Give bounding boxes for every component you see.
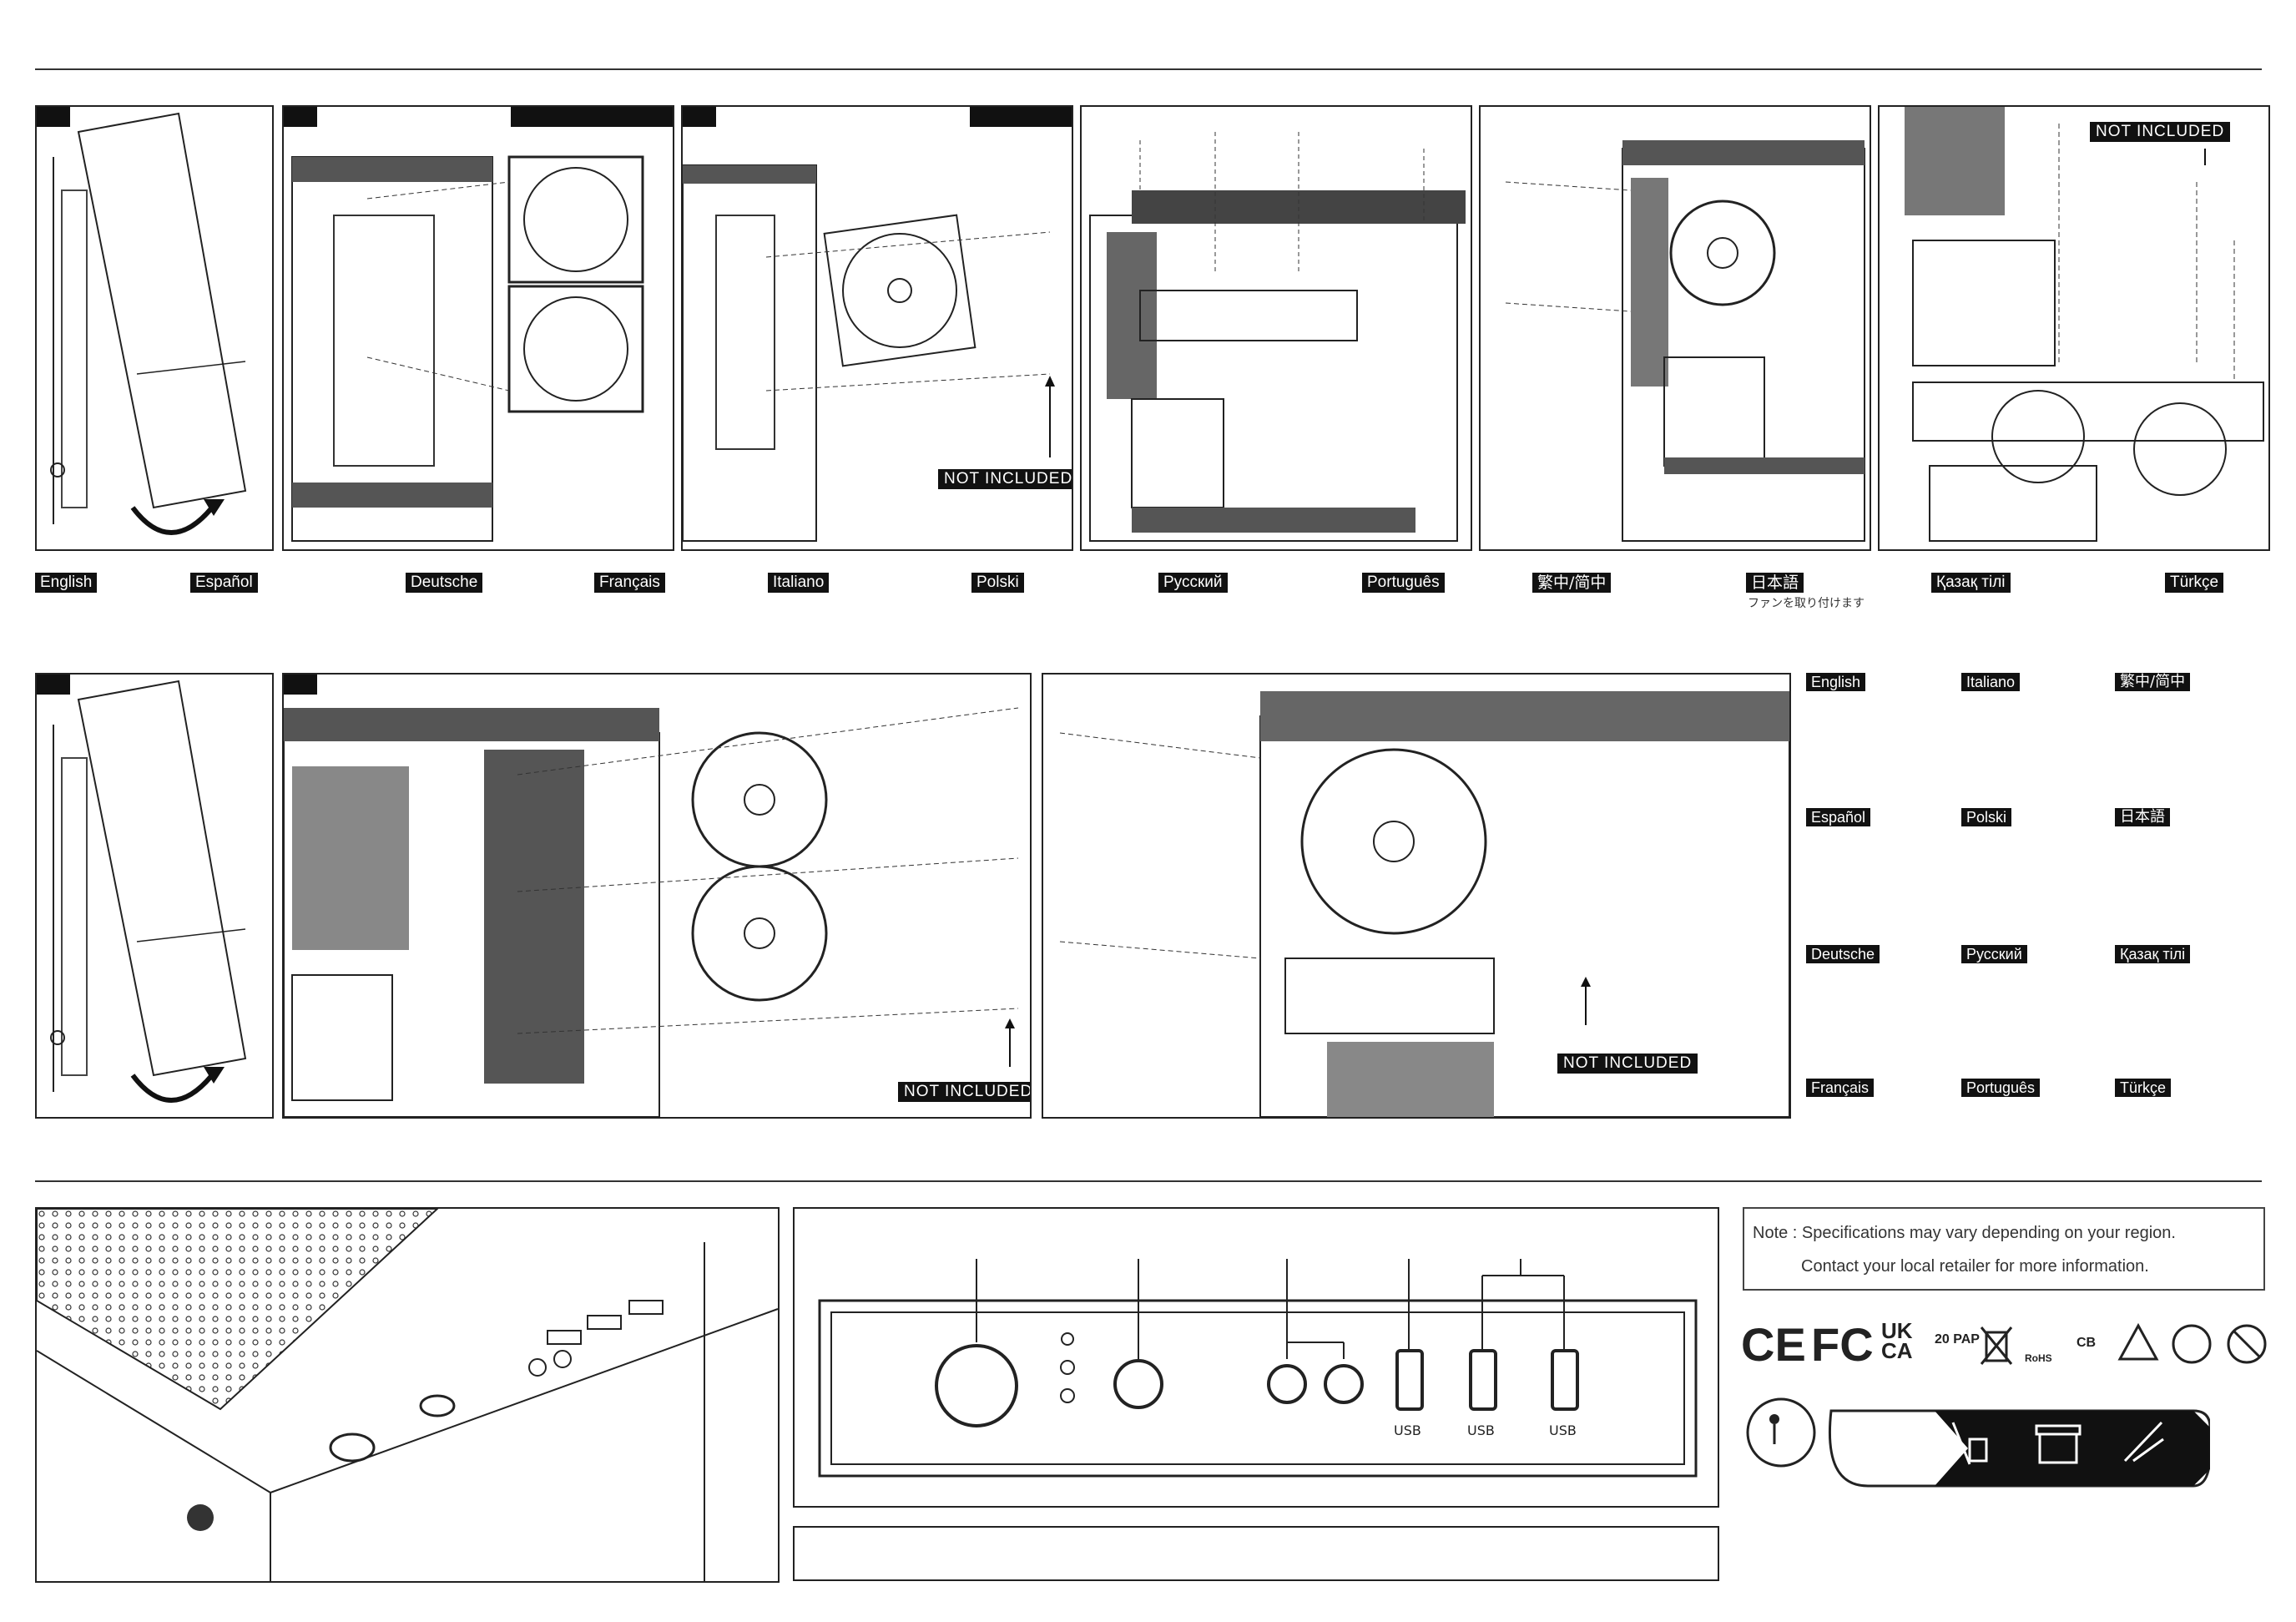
usb-label-1: USB	[1394, 1422, 1421, 1438]
rear-fan-install-illustration	[683, 164, 1055, 542]
lang-francais: Français	[594, 573, 665, 593]
not-included-label: NOT INCLUDED	[2090, 122, 2231, 142]
lang-grid-turkish: Türkçe	[2115, 1079, 2172, 1097]
step-title-bar	[511, 107, 673, 127]
side-fan-install-illustration	[1505, 140, 1865, 542]
disposal-banner	[1746, 1397, 2210, 1488]
lang-espanol: Español	[190, 573, 258, 593]
step-panel-2	[282, 105, 674, 551]
front-fan-install-illustration	[291, 155, 644, 542]
step-title-bar	[970, 107, 1072, 127]
not-included-label: NOT INCLUDED	[898, 1082, 1030, 1102]
lang-grid-deutsche: Deutsche	[1806, 945, 1880, 963]
recycle-icon	[2117, 1322, 2159, 1361]
person-trash-icon	[1769, 1414, 1779, 1444]
fc-mark: FC	[1811, 1318, 1874, 1371]
cart-icon	[1951, 1422, 1988, 1465]
bottom-fan-install-illustration	[1905, 107, 2264, 542]
rohs-mark: RoHS	[2025, 1352, 2052, 1364]
note-line-2: Contact your local retailer for more inf…	[1801, 1257, 2149, 1276]
lang-grid-polski: Polski	[1961, 808, 2012, 826]
lang-chinese: 繁中/简中	[1532, 573, 1612, 593]
case-top-illustration-panel	[35, 1207, 780, 1583]
case-top-io-illustration	[37, 1209, 778, 1581]
side-panel-removal-illustration	[50, 680, 247, 1103]
lang-grid-chinese: 繁中/简中	[2115, 673, 2191, 691]
store-icon	[2035, 1424, 2082, 1464]
step-panel-8: NOT INCLUDED	[282, 673, 1032, 1119]
cb-mark: CB	[2076, 1336, 2097, 1350]
step-panel-6: NOT INCLUDED	[1878, 105, 2270, 551]
no-dumping-icon	[2227, 1324, 2267, 1364]
lang-grid-espanol: Español	[1806, 808, 1871, 826]
japanese-note: ファンを取り付けます	[1748, 597, 1865, 610]
lang-grid-japanese: 日本語	[2115, 808, 2170, 826]
step-panel-3: NOT INCLUDED	[681, 105, 1073, 551]
lang-japanese: 日本語	[1746, 573, 1804, 593]
lang-grid-francais: Français	[1806, 1079, 1875, 1097]
step-panel-1	[35, 105, 274, 551]
ce-mark: CE	[1741, 1318, 1806, 1371]
step-tab	[284, 107, 317, 127]
io-panel-detail: USB USB USB	[793, 1207, 1719, 1508]
lang-grid-english: English	[1806, 673, 1866, 691]
step-panel-4	[1080, 105, 1472, 551]
step-panel-7	[35, 673, 274, 1119]
note-box: Note : Specifications may vary depending…	[1743, 1207, 2265, 1291]
note-line-1: Note : Specifications may vary depending…	[1753, 1224, 2176, 1242]
broom-icon	[2123, 1421, 2164, 1463]
lang-grid-russian: Русский	[1961, 945, 2027, 963]
lang-kazakh: Қазақ тілі	[1931, 573, 2011, 593]
lang-portugues: Português	[1362, 573, 1445, 593]
io-description-box	[793, 1526, 1719, 1581]
not-included-label: NOT INCLUDED	[938, 469, 1072, 489]
step-tab	[37, 675, 70, 695]
ukca-mark: UK CA	[1881, 1318, 1913, 1363]
step-tab	[683, 107, 716, 127]
side-radiator-install-illustration	[1059, 691, 1789, 1117]
io-panel-callout-illustration	[818, 1259, 1698, 1478]
step-tab	[284, 675, 317, 695]
not-included-label: NOT INCLUDED	[1557, 1054, 1698, 1074]
lang-polski: Polski	[971, 573, 1024, 593]
usb-label-3: USB	[1549, 1422, 1577, 1438]
step-panel-5	[1479, 105, 1871, 551]
lang-grid-kazakh: Қазақ тілі	[2115, 945, 2191, 963]
lang-grid-portugues: Português	[1961, 1079, 2041, 1097]
weee-bin-icon	[1980, 1326, 2013, 1365]
middle-divider	[35, 1180, 2262, 1182]
lang-grid-italiano: Italiano	[1961, 673, 2021, 691]
pap-mark: 20 PAP	[1935, 1332, 1980, 1347]
box-recycle-icon	[2172, 1324, 2212, 1364]
step-tab	[37, 107, 70, 127]
lang-russian: Русский	[1158, 573, 1228, 593]
usb-label-2: USB	[1467, 1422, 1495, 1438]
lang-deutsche: Deutsche	[406, 573, 483, 593]
lang-english: English	[35, 573, 98, 593]
top-fan-install-illustration	[1089, 132, 1466, 542]
side-panel-removal-illustration	[50, 112, 247, 535]
top-divider	[35, 68, 2262, 70]
lang-italiano: Italiano	[768, 573, 830, 593]
step-panel-9: NOT INCLUDED	[1042, 673, 1791, 1119]
front-fan-radiator-illustration	[284, 707, 1019, 1117]
lang-turkish: Türkçe	[2165, 573, 2224, 593]
